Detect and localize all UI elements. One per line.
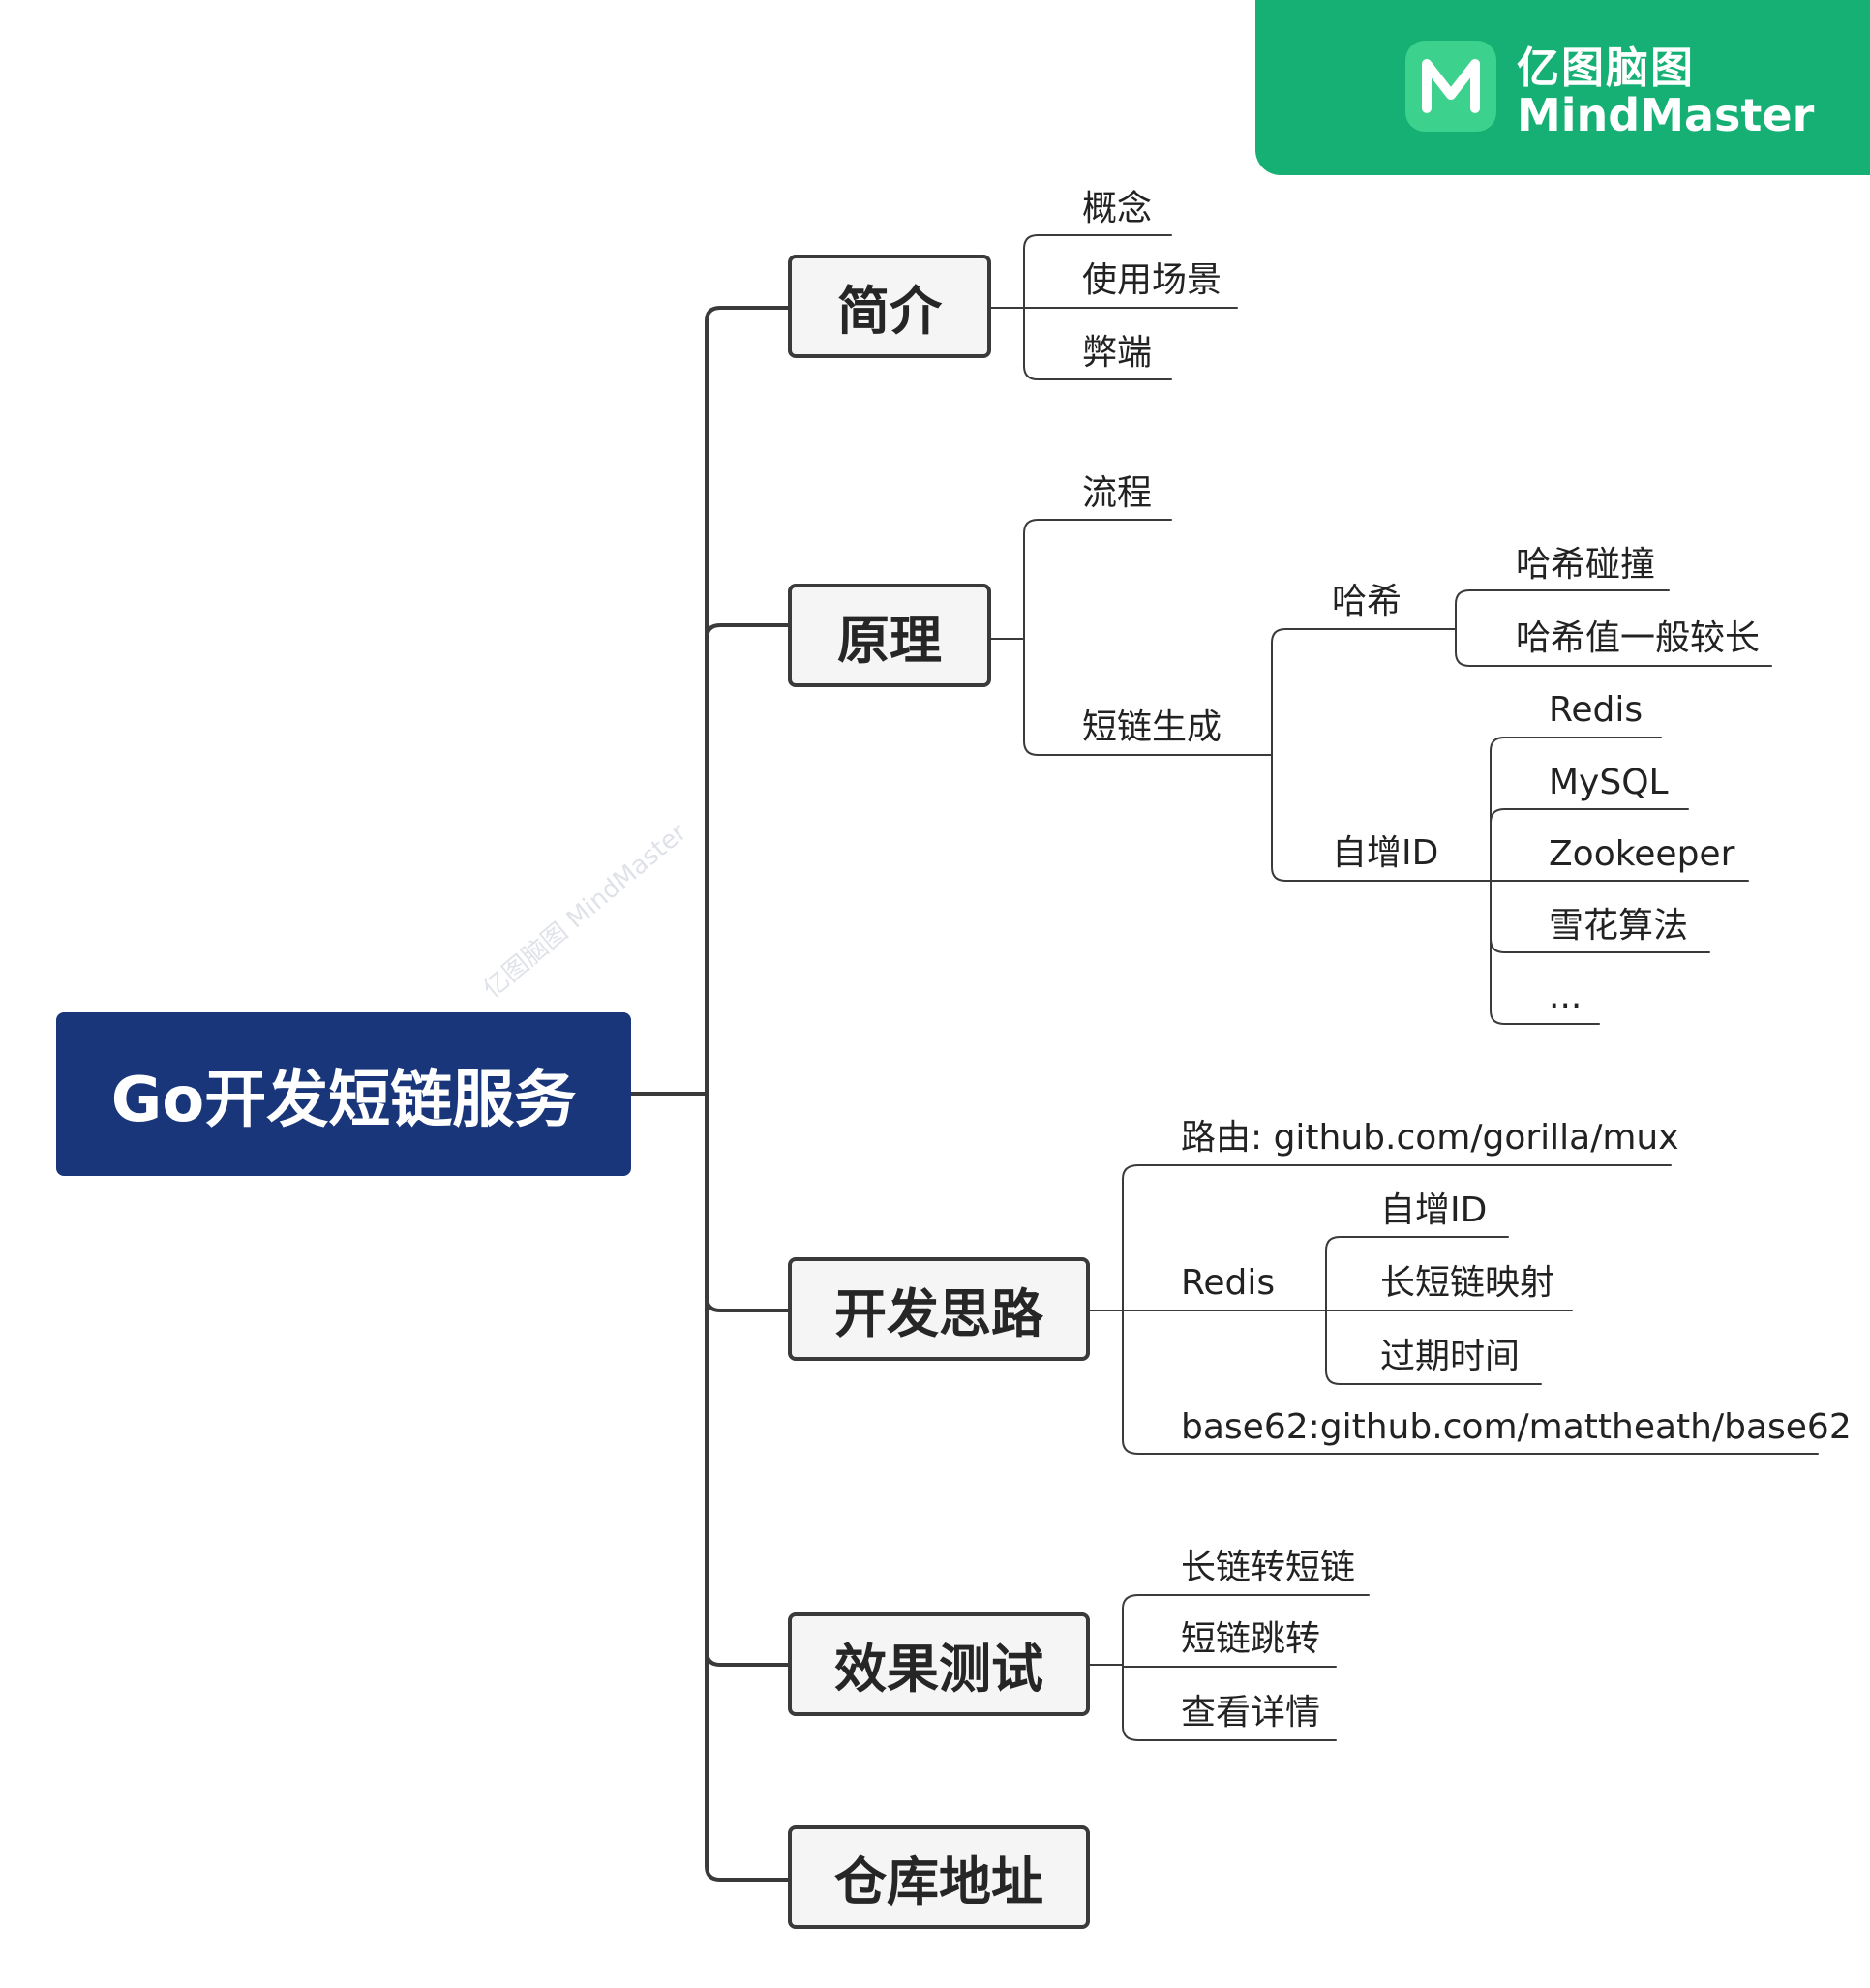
redis-child[interactable]: 自增ID <box>1380 1190 1488 1230</box>
intro-child[interactable]: 弊端 <box>1082 333 1153 373</box>
root-node[interactable]: Go开发短链服务 <box>56 1012 631 1176</box>
principle-bracket <box>1023 519 1273 756</box>
brand-name-en: MindMaster <box>1517 89 1815 141</box>
autoid-branch <box>1271 754 1492 882</box>
topic-dev[interactable]: 开发思路 <box>788 1257 1090 1361</box>
test-child[interactable]: 长链转短链 <box>1181 1548 1356 1587</box>
brand-badge: 亿图脑图 MindMaster <box>1255 0 1870 175</box>
autoid-child[interactable]: ... <box>1549 977 1583 1016</box>
shortlink-hash[interactable]: 哈希 <box>1332 582 1402 621</box>
hash-child[interactable]: 哈希值一般较长 <box>1516 618 1761 658</box>
topic-test[interactable]: 效果测试 <box>788 1612 1090 1716</box>
dev-base62[interactable]: base62:github.com/mattheath/base62 <box>1181 1407 1852 1447</box>
intro-child[interactable]: 概念 <box>1082 189 1153 228</box>
topic-repo[interactable]: 仓库地址 <box>788 1825 1090 1929</box>
autoid-child-5-line <box>1490 880 1600 1025</box>
test-child[interactable]: 短链跳转 <box>1181 1619 1321 1659</box>
hash-child-1-line <box>1455 589 1670 630</box>
trunk-branch-test <box>705 1649 792 1667</box>
redis-child[interactable]: 过期时间 <box>1380 1337 1521 1376</box>
dev-router[interactable]: 路由: github.com/gorilla/mux <box>1181 1118 1679 1158</box>
topic-principle[interactable]: 原理 <box>788 584 991 687</box>
mindmaster-logo-icon <box>1405 41 1496 132</box>
autoid-child-1-line <box>1490 737 1662 882</box>
redis-child-3-line <box>1325 1310 1542 1385</box>
autoid-child[interactable]: Zookeeper <box>1549 834 1735 874</box>
hash-child-2-line <box>1455 628 1772 667</box>
brand-name-cn: 亿图脑图 <box>1517 44 1695 93</box>
hash-child[interactable]: 哈希碰撞 <box>1516 545 1656 585</box>
trunk-branch-dev <box>705 1295 792 1312</box>
dev-bracket <box>1122 1164 1819 1455</box>
dev-redis[interactable]: Redis <box>1181 1263 1276 1303</box>
autoid-child-2-line <box>1490 808 1689 882</box>
principle-flow[interactable]: 流程 <box>1082 473 1153 513</box>
autoid-child[interactable]: Redis <box>1549 690 1644 730</box>
intro-bracket <box>1023 234 1172 380</box>
main-trunk <box>705 306 792 1882</box>
test-child[interactable]: 查看详情 <box>1181 1693 1321 1732</box>
autoid-child[interactable]: MySQL <box>1549 763 1669 802</box>
shortlink-autoid[interactable]: 自增ID <box>1332 833 1439 873</box>
redis-child-1-line <box>1325 1236 1509 1311</box>
autoid-child[interactable]: 雪花算法 <box>1549 906 1689 946</box>
principle-shortlink[interactable]: 短链生成 <box>1082 708 1222 747</box>
redis-child[interactable]: 长短链映射 <box>1380 1263 1555 1303</box>
hash-branch <box>1271 628 1457 756</box>
topic-intro[interactable]: 简介 <box>788 255 991 358</box>
intro-child[interactable]: 使用场景 <box>1082 260 1222 300</box>
trunk-branch-principle <box>705 623 792 641</box>
